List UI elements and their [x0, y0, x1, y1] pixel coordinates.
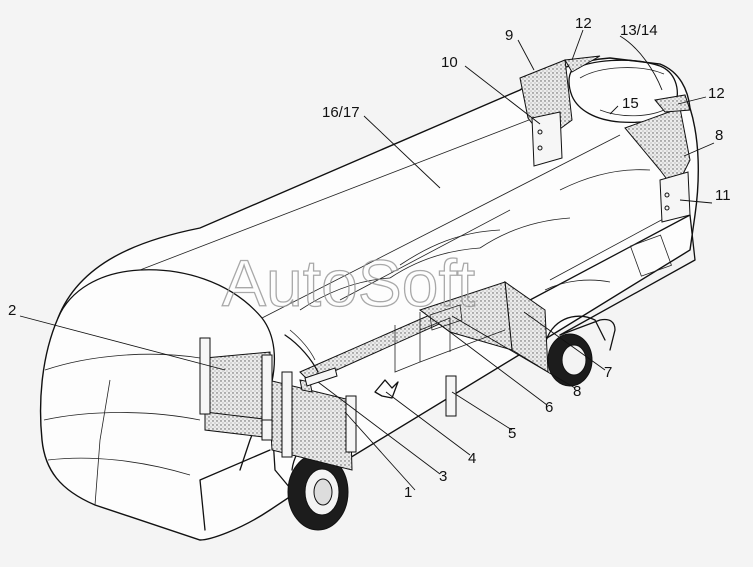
callout-13-14: 13/14: [620, 22, 658, 39]
callout-11: 11: [715, 187, 731, 204]
callout-15: 15: [622, 95, 639, 112]
callout-9: 9: [505, 27, 513, 44]
leader-lines: [19, 29, 715, 491]
callout-1: 1: [404, 484, 412, 501]
callout-6: 6: [545, 399, 553, 416]
bus-rear-cap: [57, 269, 276, 471]
rear-wheel: [287, 453, 349, 531]
front-wheel: [547, 333, 593, 387]
pillar-10: [531, 111, 563, 167]
callout-7: 7: [604, 364, 612, 381]
watermark: AutoSoft: [222, 246, 475, 320]
callout-5: 5: [508, 425, 516, 442]
post: [445, 375, 457, 417]
callout-16-17: 16/17: [322, 104, 360, 121]
post: [199, 337, 211, 415]
callout-12-top: 12: [575, 15, 592, 32]
callout-8-upper: 8: [715, 127, 723, 144]
callout-2: 2: [8, 302, 16, 319]
callout-8-lower: 8: [573, 383, 581, 400]
strip-3: [304, 367, 338, 387]
bracket-4: [374, 379, 399, 399]
post: [281, 371, 293, 458]
callouts: 2 1 3 4 5 6 8 7 11 8 12 15 13/14 12 9 10…: [8, 15, 731, 501]
callout-12-right: 12: [708, 85, 725, 102]
callout-4: 4: [468, 450, 476, 467]
callout-10: 10: [441, 54, 458, 71]
callout-3: 3: [439, 468, 447, 485]
pillar-11: [659, 171, 691, 223]
